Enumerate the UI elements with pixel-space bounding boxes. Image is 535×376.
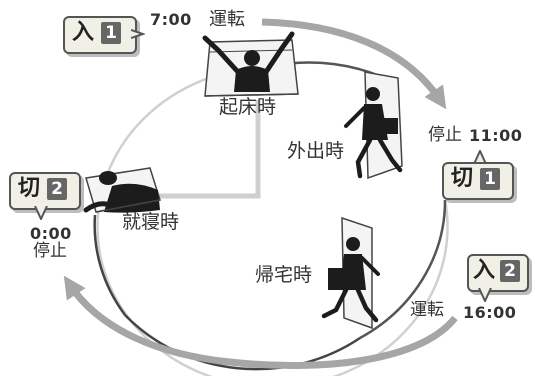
badge-off-1-label: 切 <box>451 166 474 191</box>
out-scene <box>344 71 403 180</box>
return-scene <box>321 216 380 330</box>
sleep-scene <box>83 167 161 213</box>
badge-off-1-num: 1 <box>480 168 500 190</box>
action-off-2: 停止 <box>33 241 67 261</box>
badge-on-1: 入 1 <box>63 16 145 56</box>
clock-hand <box>157 100 261 199</box>
ring-active-evening-2 <box>124 314 361 371</box>
badge-off-1: 切 1 <box>442 150 518 200</box>
badge-off-2-label: 切 <box>18 176 41 201</box>
wake-scene <box>202 31 299 97</box>
time-off-1: 11:00 <box>469 126 523 145</box>
badge-on-2-num: 2 <box>500 260 520 282</box>
scene-label-return: 帰宅時 <box>255 264 313 286</box>
action-on-1: 運転 <box>209 9 245 30</box>
time-on-2: 16:00 <box>463 303 517 322</box>
badge-on-1-num: 1 <box>101 22 121 44</box>
badge-off-2-num: 2 <box>47 178 67 200</box>
arrow-morning <box>261 18 447 110</box>
ring-active-evening-3 <box>93 214 127 316</box>
action-on-2: 運転 <box>410 300 444 320</box>
badge-on-2-label: 入 <box>473 258 496 283</box>
badge-on-2: 入 2 <box>467 254 535 304</box>
time-on-1: 7:00 <box>150 10 192 29</box>
scene-label-wake: 起床時 <box>219 96 277 118</box>
badge-off-2: 切 2 <box>9 172 85 224</box>
scene-label-out: 外出時 <box>287 140 345 162</box>
action-off-1: 停止 <box>428 125 462 145</box>
badge-on-1-label: 入 <box>72 20 95 45</box>
arrow-evening <box>63 275 458 370</box>
ring-active-evening <box>359 199 447 340</box>
time-off-2: 0:00 <box>30 224 72 243</box>
scene-label-sleep: 就寝時 <box>122 211 180 233</box>
